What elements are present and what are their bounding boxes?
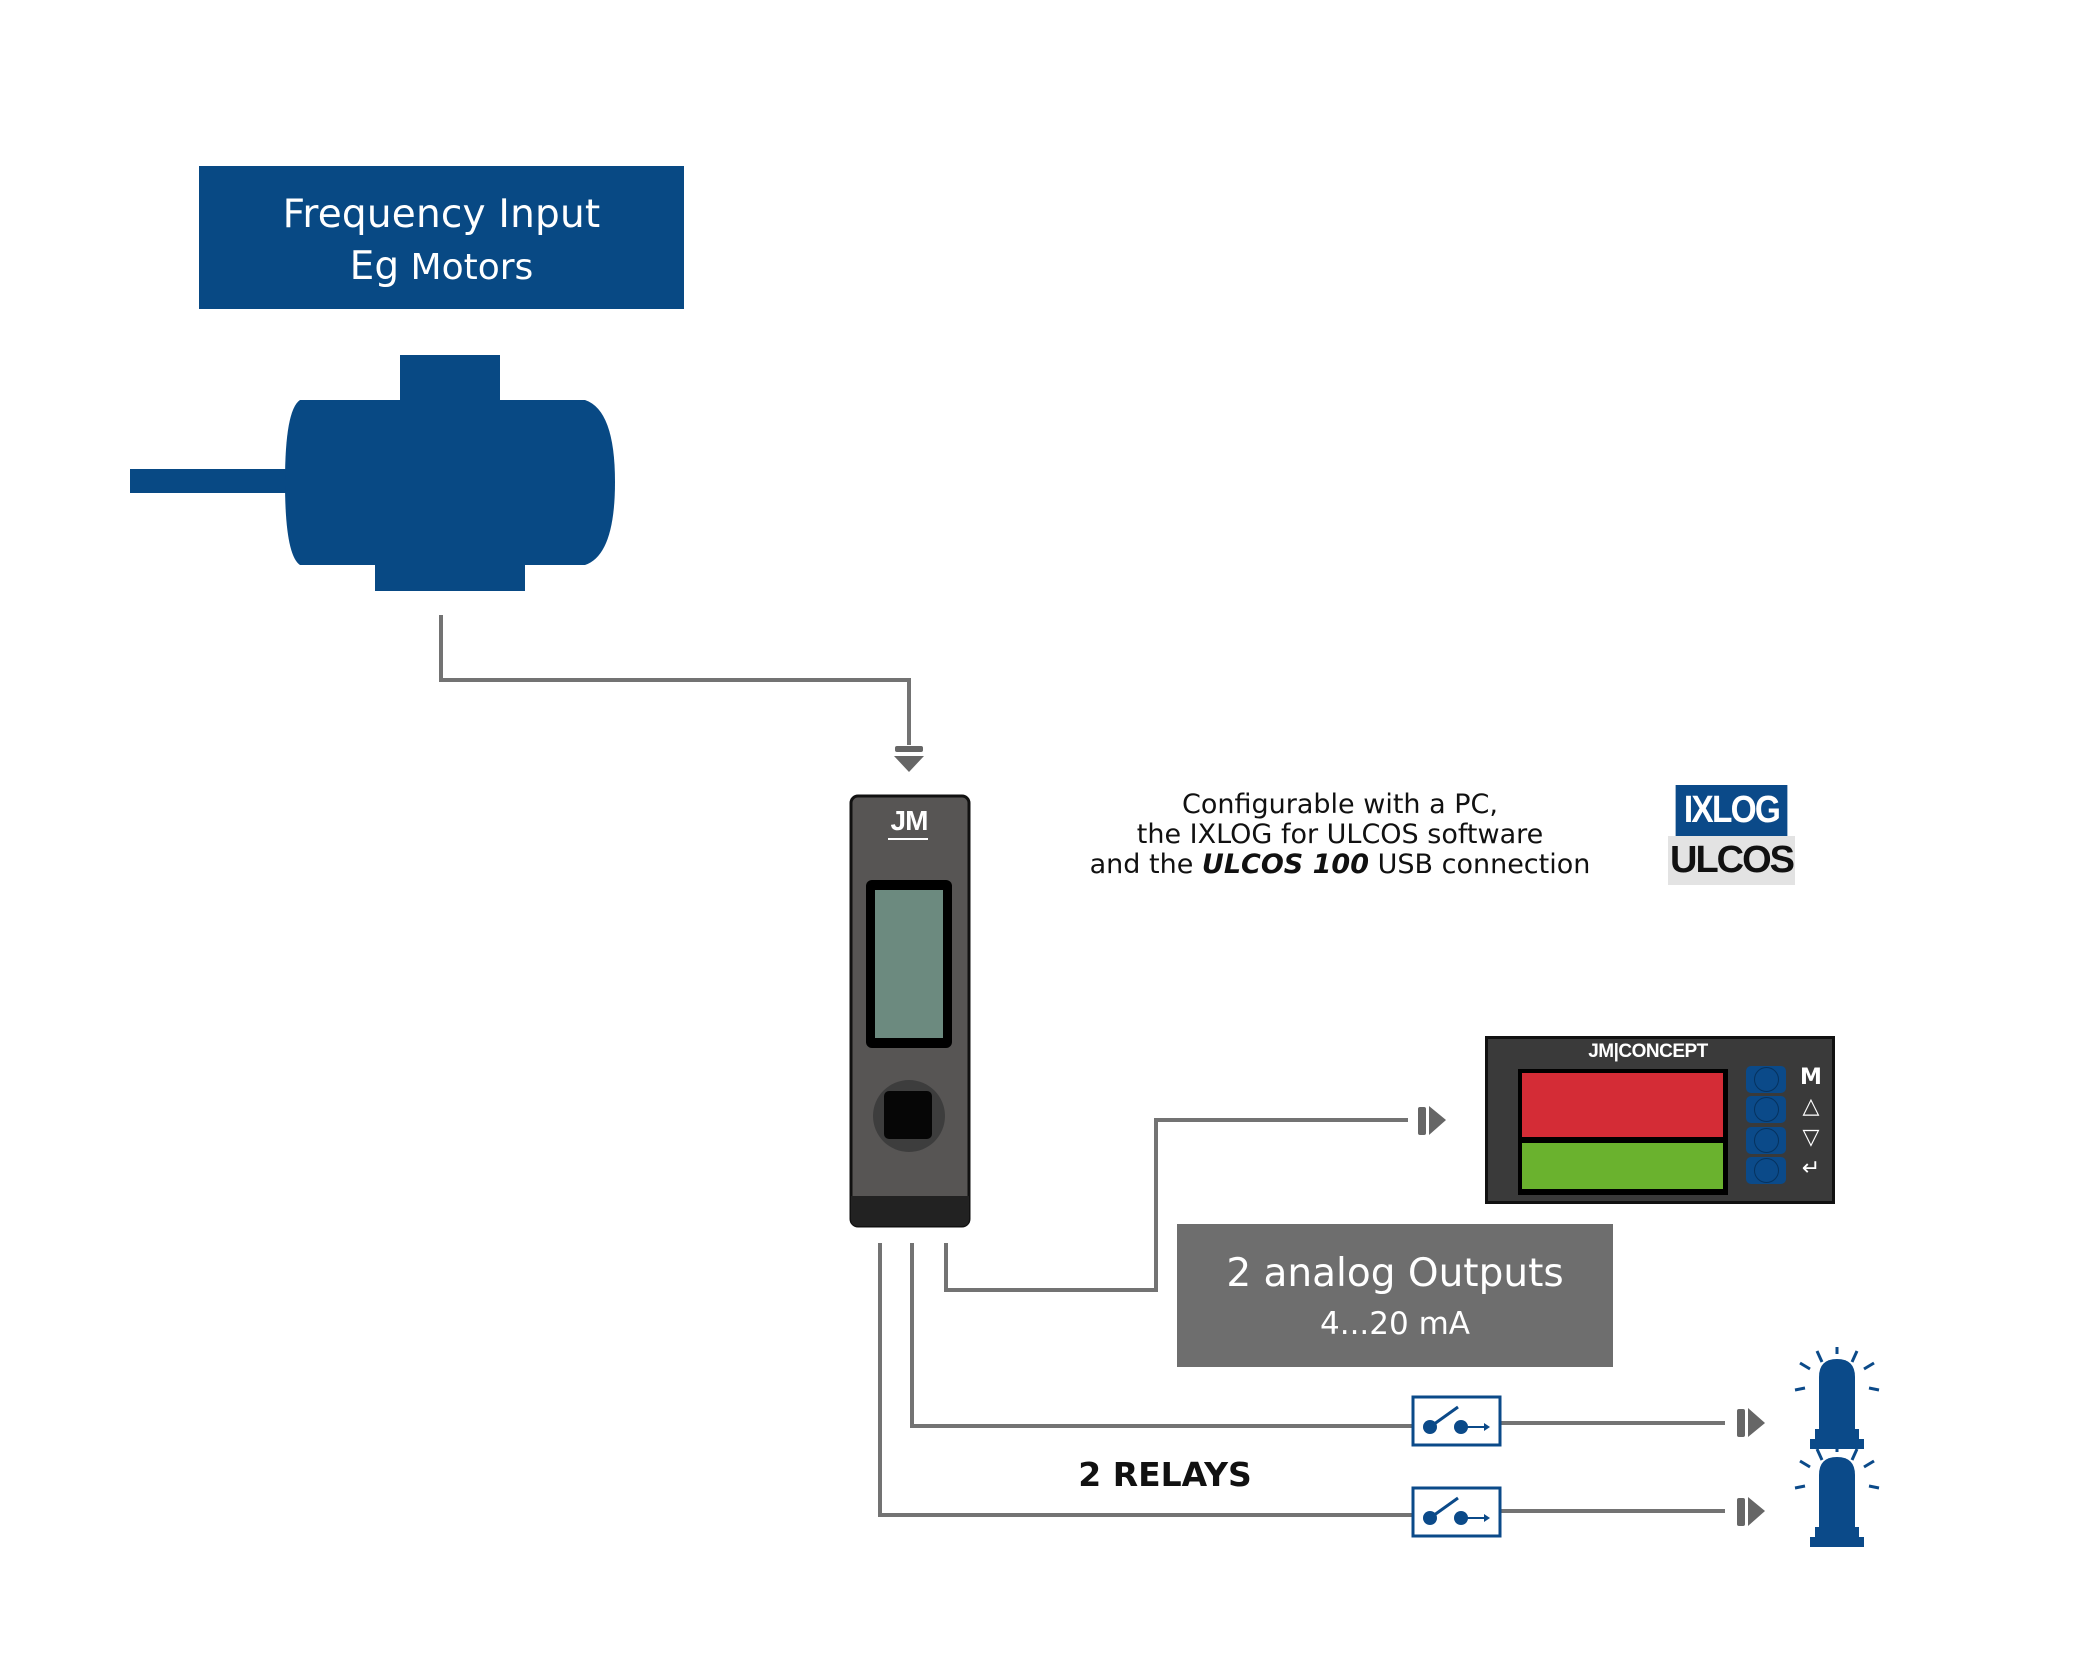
enter-icon: ↵	[1801, 1156, 1821, 1181]
configuration-note: Configurable with a PC, the IXLOG for UL…	[1040, 790, 1640, 880]
relays-label: 2 RELAYS	[1078, 1455, 1252, 1494]
config-line-2: the IXLOG for ULCOS software	[1136, 819, 1544, 850]
alarm-beacon-1-icon	[1794, 1347, 1880, 1449]
relay-2-arrow-icon	[1737, 1497, 1765, 1526]
relay-1-arrow-icon	[1737, 1408, 1765, 1437]
eg-prefix: Eg	[349, 244, 400, 289]
relay-2-wire	[878, 1243, 1413, 1517]
frequency-input-title: Frequency Input	[282, 192, 601, 237]
device-brand-label: JM	[890, 805, 929, 836]
motors-text: Motors	[399, 247, 534, 288]
meter-button-down	[1746, 1127, 1786, 1154]
analog-outputs-label-box: 2 analog Outputs 4...20 mA	[1177, 1224, 1613, 1367]
panel-meter-display: JM|CONCEPT M △ ▽ ↵	[1485, 1036, 1835, 1204]
bottom-display-green	[1522, 1143, 1723, 1189]
relay-1-wire	[910, 1243, 1413, 1428]
menu-symbol: M	[1800, 1065, 1822, 1090]
relay-1-switch-icon	[1411, 1395, 1502, 1447]
alarm-beacon-2-icon	[1794, 1445, 1880, 1547]
relay-2-switch-icon	[1411, 1486, 1502, 1538]
analog-output-wire	[944, 1118, 1408, 1292]
config-line-3-suffix: USB connection	[1369, 849, 1591, 880]
transmitter-device	[849, 794, 971, 1228]
panel-meter-screen	[1518, 1069, 1728, 1195]
analog-outputs-title: 2 analog Outputs	[1226, 1251, 1564, 1296]
panel-meter-brand: JM|CONCEPT	[1588, 1041, 1708, 1062]
analog-arrow-icon	[1418, 1106, 1446, 1135]
config-line-3-prefix: and the	[1089, 849, 1202, 880]
down-triangle-icon: ▽	[1802, 1125, 1820, 1150]
meter-button-up	[1746, 1096, 1786, 1123]
up-triangle-icon: △	[1802, 1094, 1820, 1119]
analog-outputs-range: 4...20 mA	[1320, 1306, 1470, 1342]
input-arrow-icon	[894, 746, 924, 772]
input-wire	[439, 615, 911, 745]
ixlog-logo-text: IXLOG	[1675, 785, 1788, 836]
frequency-input-subtitle: Eg Motors	[199, 244, 684, 289]
motor-icon	[130, 355, 615, 591]
config-line-1: Configurable with a PC,	[1182, 789, 1498, 820]
ixlog-ulcos-logo: IXLOG ULCOS	[1668, 785, 1795, 885]
meter-button-menu	[1746, 1066, 1786, 1093]
top-display-red	[1522, 1073, 1723, 1137]
frequency-input-label-box: Frequency Input Eg Motors	[199, 166, 684, 309]
ulcos-100-product: ULCOS 100	[1201, 849, 1370, 880]
ulcos-logo-text: ULCOS	[1668, 836, 1795, 885]
meter-button-enter	[1746, 1157, 1786, 1184]
config-line-3: and the ULCOS 100 USB connection	[1040, 850, 1640, 880]
